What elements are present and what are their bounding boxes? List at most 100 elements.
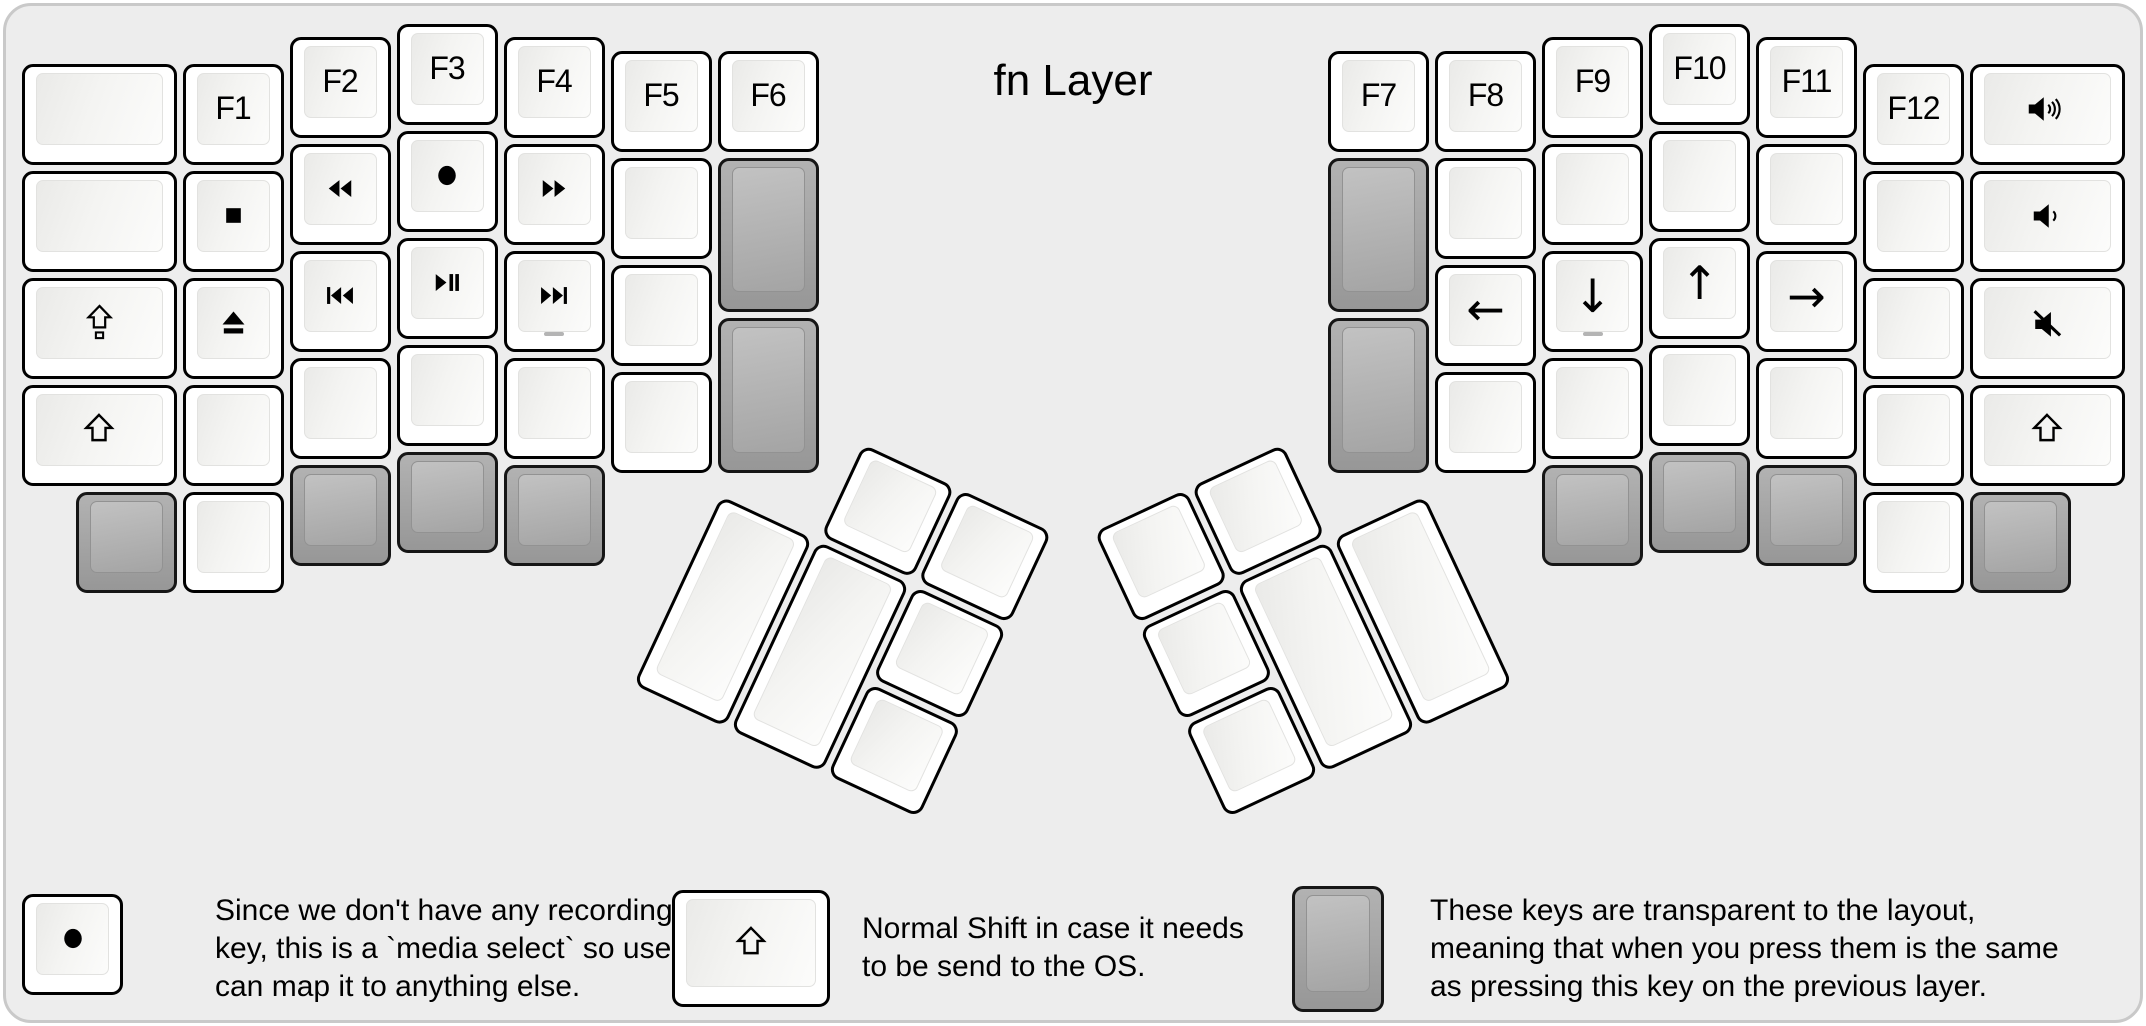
volup-icon bbox=[1973, 67, 2122, 150]
key-F5[interactable]: F5 bbox=[610, 50, 712, 152]
key-F1[interactable]: F1 bbox=[182, 64, 284, 166]
keycap-surface bbox=[517, 46, 591, 119]
key-blank[interactable] bbox=[1649, 345, 1750, 446]
keycap-surface bbox=[1770, 46, 1843, 119]
key-F12[interactable]: F12 bbox=[1863, 64, 1964, 166]
key-transparent[interactable] bbox=[1756, 465, 1857, 567]
key-blank[interactable] bbox=[1435, 371, 1536, 473]
key-transparent[interactable] bbox=[1328, 157, 1429, 313]
keycap-surface bbox=[517, 474, 591, 547]
key-F2[interactable]: F2 bbox=[289, 37, 391, 139]
key-blank[interactable] bbox=[610, 157, 712, 259]
key-stop[interactable] bbox=[182, 171, 284, 273]
keycap-surface bbox=[1663, 140, 1736, 212]
key-arrowright[interactable]: → bbox=[1756, 251, 1857, 353]
key-blank[interactable] bbox=[1542, 144, 1643, 246]
key-F11[interactable]: F11 bbox=[1756, 37, 1857, 139]
key-skipforward[interactable] bbox=[503, 251, 605, 353]
keycap-surface bbox=[1200, 697, 1298, 794]
keycap-surface bbox=[841, 458, 939, 555]
key-blank[interactable] bbox=[1756, 358, 1857, 460]
key-fastforward[interactable] bbox=[503, 144, 605, 246]
keycap-surface bbox=[303, 46, 377, 119]
key-skipback[interactable] bbox=[289, 251, 391, 353]
key-label: F5 bbox=[643, 76, 679, 113]
key-F8[interactable]: F8 bbox=[1435, 50, 1536, 152]
key-capsshift[interactable] bbox=[22, 278, 177, 380]
key-label: F1 bbox=[215, 90, 251, 127]
keycap-surface bbox=[848, 697, 946, 794]
key-F7[interactable]: F7 bbox=[1328, 50, 1429, 152]
key-shift[interactable] bbox=[22, 385, 177, 487]
key-label: F10 bbox=[1673, 50, 1726, 86]
key-blank[interactable] bbox=[1435, 157, 1536, 259]
key-F9[interactable]: F9 bbox=[1542, 37, 1643, 139]
key-transparent[interactable] bbox=[1542, 465, 1643, 567]
homing-bar bbox=[1582, 332, 1603, 337]
keycap-surface bbox=[1110, 503, 1208, 600]
key-arrowdown[interactable]: ↓ bbox=[1542, 251, 1643, 353]
stop-icon bbox=[186, 174, 281, 257]
key-blank[interactable] bbox=[610, 371, 712, 473]
keycap-surface bbox=[1306, 895, 1370, 992]
key-arrowleft[interactable]: ← bbox=[1435, 264, 1536, 366]
key-record[interactable] bbox=[396, 131, 498, 232]
key-voldown[interactable] bbox=[1970, 171, 2125, 273]
key-shift[interactable] bbox=[1970, 385, 2125, 487]
key-transparent[interactable] bbox=[503, 465, 605, 567]
key-blank[interactable] bbox=[182, 492, 284, 594]
keycap-surface bbox=[1342, 166, 1415, 293]
keycap-surface bbox=[36, 287, 163, 360]
key-transparent[interactable] bbox=[717, 318, 819, 473]
key-transparent[interactable] bbox=[396, 452, 498, 553]
key-mute[interactable] bbox=[1970, 278, 2125, 380]
key-blank[interactable] bbox=[1542, 358, 1643, 460]
key-blank[interactable] bbox=[1756, 144, 1857, 246]
key-blank[interactable] bbox=[1863, 278, 1964, 380]
key-blank[interactable] bbox=[396, 345, 498, 446]
keycap-surface bbox=[1877, 394, 1950, 467]
key-playpause[interactable] bbox=[396, 238, 498, 339]
arrowright-icon: → bbox=[1787, 268, 1826, 323]
key-transparent[interactable] bbox=[1970, 492, 2071, 594]
key-blank[interactable] bbox=[1863, 385, 1964, 487]
keycap-surface bbox=[1449, 166, 1522, 239]
key-F10[interactable]: F10 bbox=[1649, 24, 1750, 125]
keycap-surface bbox=[1770, 367, 1843, 440]
keycap-surface bbox=[1984, 287, 2111, 360]
keycap-surface bbox=[303, 153, 377, 226]
key-transparent[interactable] bbox=[717, 157, 819, 313]
key-volup[interactable] bbox=[1970, 64, 2125, 166]
key-blank[interactable] bbox=[610, 264, 712, 366]
key-F4[interactable]: F4 bbox=[503, 37, 605, 139]
key-transparent[interactable] bbox=[1328, 318, 1429, 473]
key-blank[interactable] bbox=[503, 358, 605, 460]
keycap-surface bbox=[1449, 59, 1522, 132]
key-blank[interactable] bbox=[1863, 492, 1964, 594]
key-blank[interactable] bbox=[22, 64, 177, 166]
key-blank[interactable] bbox=[289, 358, 391, 460]
key-transparent[interactable] bbox=[1649, 452, 1750, 553]
keycap-surface bbox=[1556, 260, 1629, 333]
keycap-surface bbox=[36, 903, 109, 975]
key-eject[interactable] bbox=[182, 278, 284, 380]
key-blank[interactable] bbox=[182, 385, 284, 487]
legend-text-normal-shift: Normal Shift in case it needs to be send… bbox=[862, 912, 1244, 983]
keycap-surface bbox=[1663, 247, 1736, 319]
keycap-surface bbox=[1984, 501, 2057, 574]
key-F3[interactable]: F3 bbox=[396, 24, 498, 125]
arrowdown-icon: ↓ bbox=[1573, 268, 1612, 323]
voldown-icon bbox=[1973, 174, 2122, 257]
keycap-surface bbox=[731, 59, 805, 132]
key-blank[interactable] bbox=[1649, 131, 1750, 232]
skipforward-icon bbox=[507, 254, 602, 337]
key-rewind[interactable] bbox=[289, 144, 391, 246]
key-F6[interactable]: F6 bbox=[717, 50, 819, 152]
key-blank[interactable] bbox=[22, 171, 177, 273]
key-transparent[interactable] bbox=[289, 465, 391, 567]
keycap-surface bbox=[517, 153, 591, 226]
key-transparent[interactable] bbox=[75, 492, 177, 594]
key-arrowup[interactable]: ↑ bbox=[1649, 238, 1750, 339]
keycap-surface bbox=[1663, 33, 1736, 105]
key-blank[interactable] bbox=[1863, 171, 1964, 273]
